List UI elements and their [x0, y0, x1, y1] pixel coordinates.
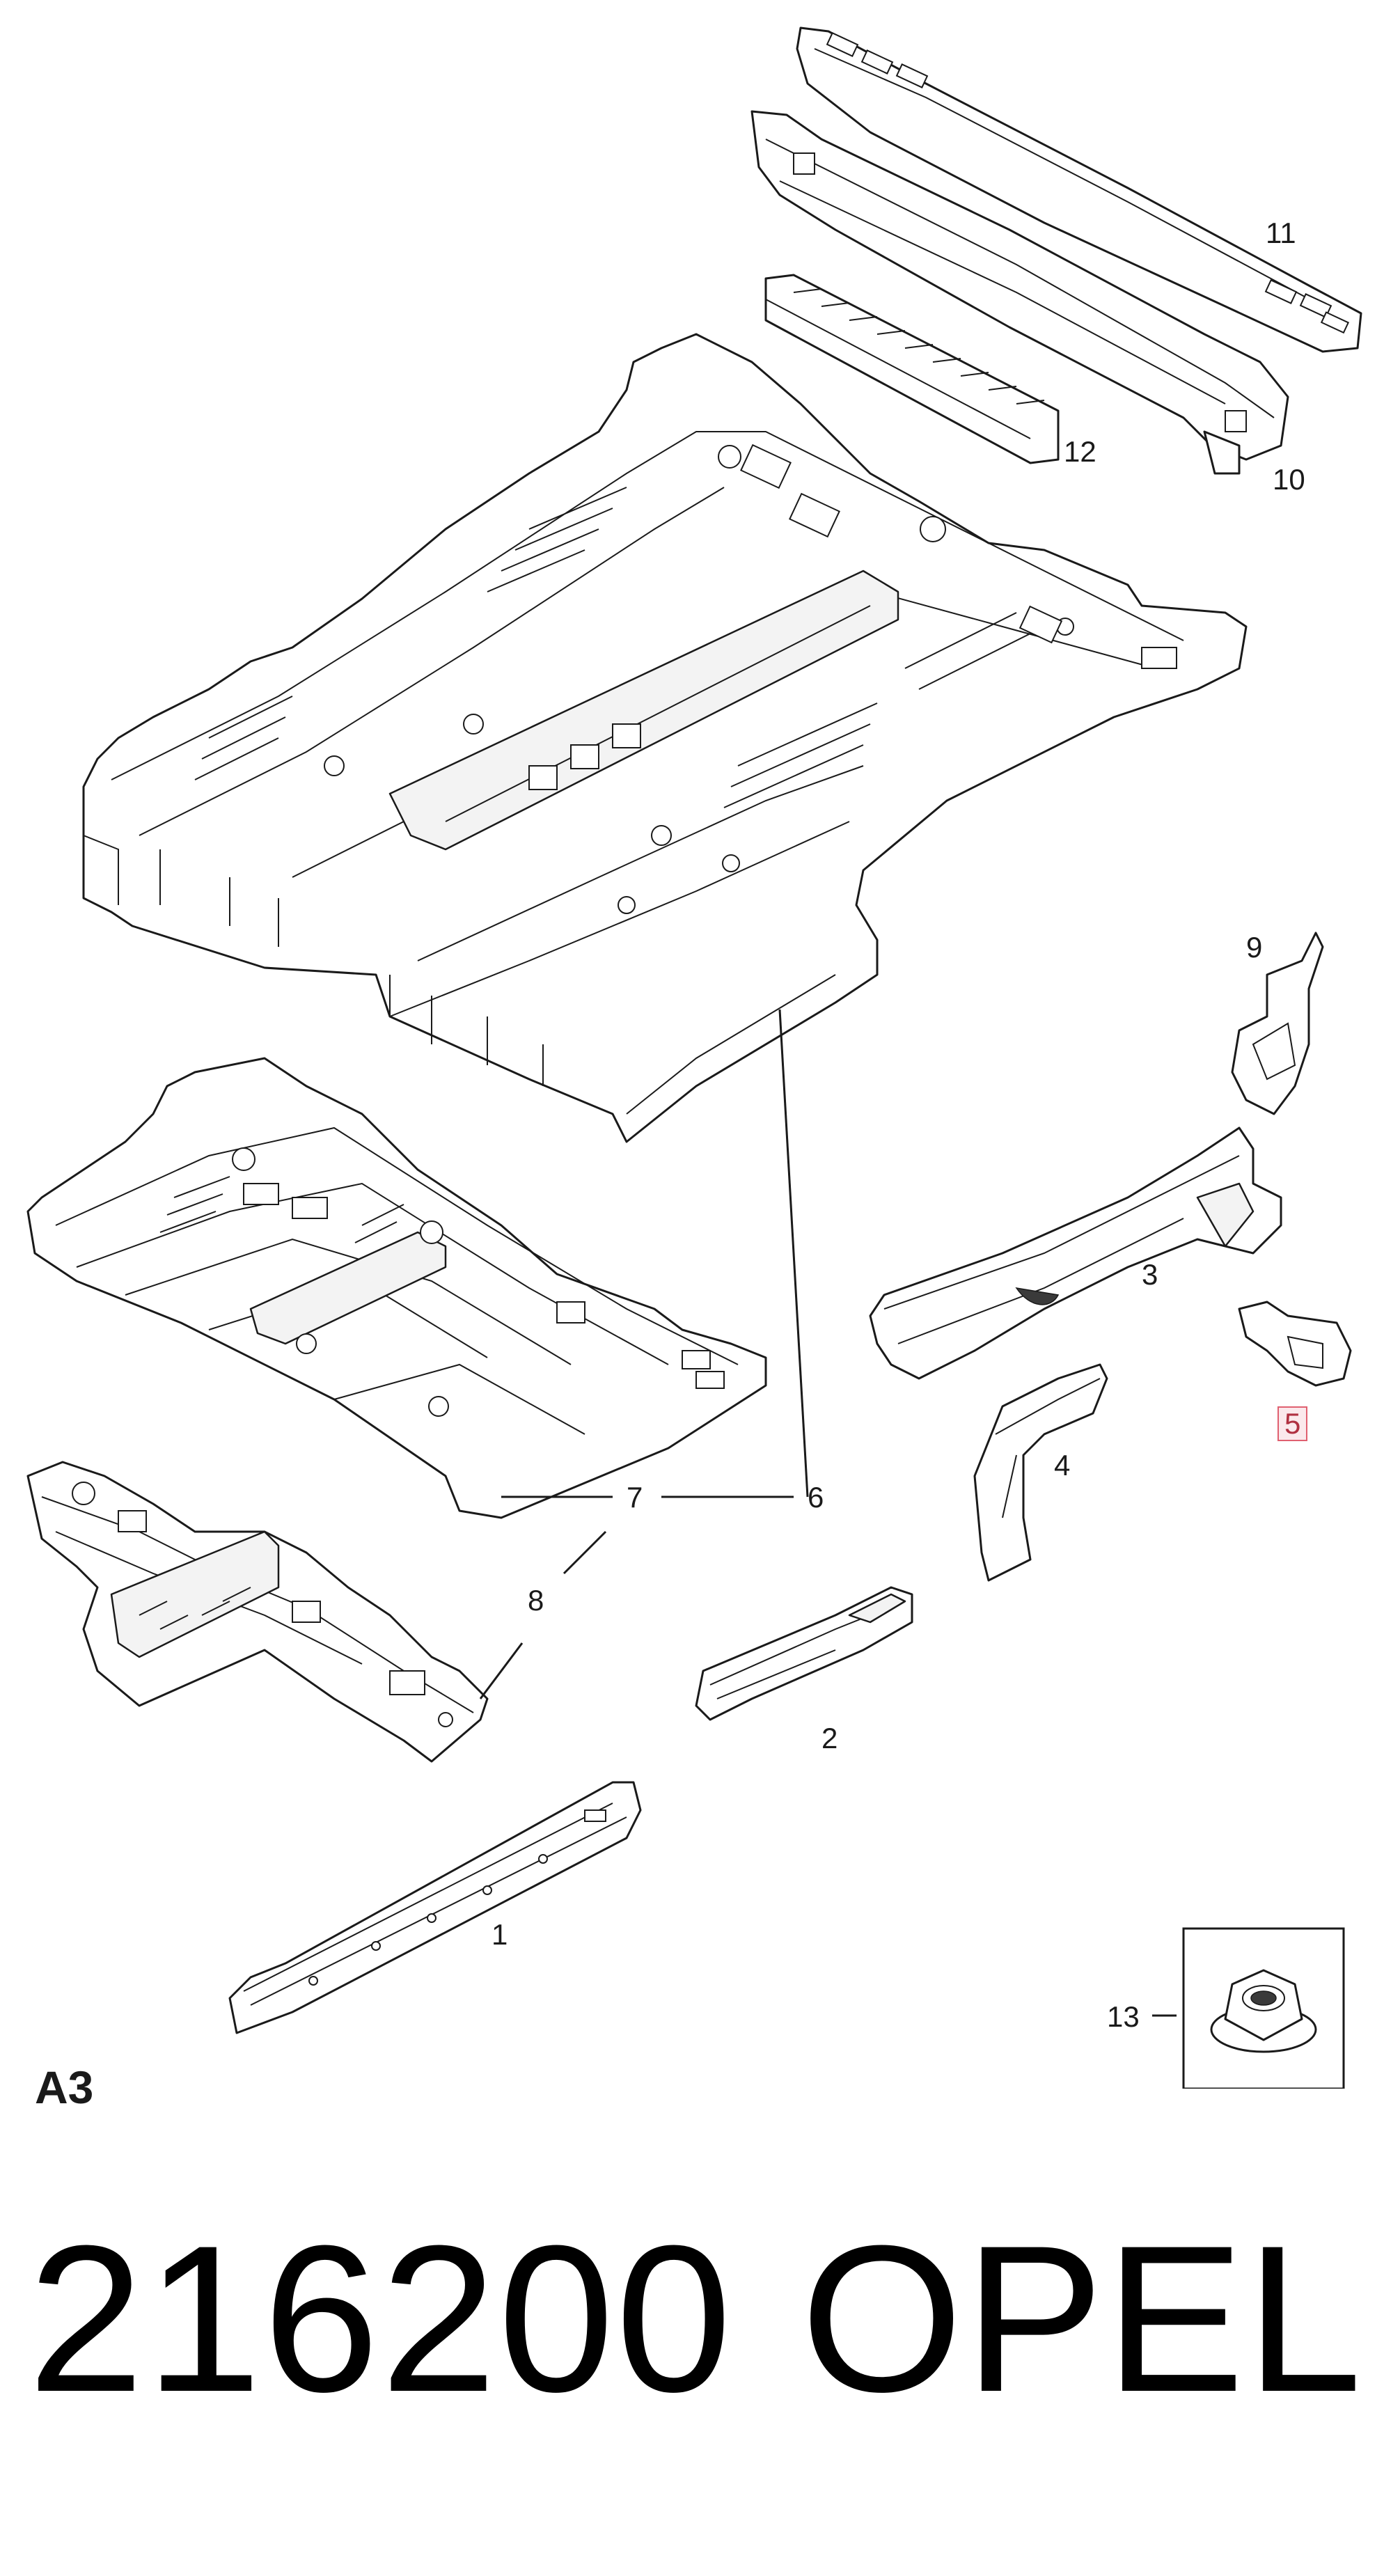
callout-12: 12	[1064, 435, 1096, 468]
callout-5: 5	[1277, 1406, 1308, 1441]
brand-name: OPEL	[801, 2201, 1364, 2435]
leader-lines	[479, 1009, 1177, 2017]
part-1-side-sill	[228, 1781, 642, 2034]
part-2-sill-reinforcement	[695, 1586, 913, 1721]
part-4-reinforcement	[973, 1363, 1108, 1582]
callout-7: 7	[627, 1481, 643, 1514]
callout-4: 4	[1054, 1449, 1071, 1482]
part-7-floor-panel	[26, 1057, 767, 1519]
callout-8: 8	[528, 1584, 544, 1617]
part-13-flange-nut	[1182, 1927, 1345, 2089]
part-11-rear-cross-member	[796, 26, 1362, 353]
part-number: 216200	[28, 2201, 734, 2435]
callout-9: 9	[1246, 931, 1263, 964]
part-5-small-bracket	[1238, 1301, 1352, 1387]
part-12-energy-absorber	[764, 274, 1060, 464]
callout-2: 2	[821, 1722, 838, 1754]
callout-10: 10	[1273, 463, 1305, 496]
part-8-cross-member	[26, 1461, 489, 1763]
diagram-code: A3	[35, 2061, 94, 2113]
parts-diagram	[26, 26, 1362, 2089]
part-10-bumper-reinforcement	[750, 110, 1289, 475]
callout-6: 6	[808, 1481, 824, 1514]
callout-11: 11	[1266, 217, 1296, 249]
callout-3: 3	[1142, 1258, 1158, 1291]
part-3-rear-longitudinal	[869, 1126, 1282, 1380]
part-9-bracket	[1231, 932, 1324, 1115]
callout-13: 13	[1107, 2000, 1140, 2033]
part-6-floor-assembly	[82, 333, 1248, 1143]
callout-1: 1	[492, 1918, 508, 1951]
